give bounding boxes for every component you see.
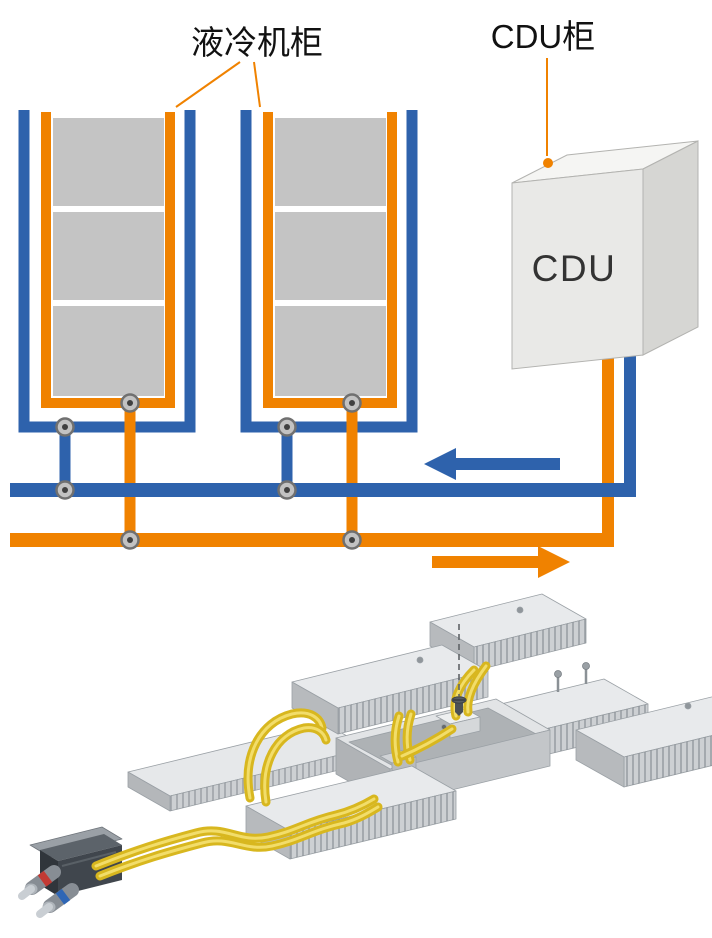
screw-icon [516,606,524,614]
top-piping-schematic: CDU 液冷机柜 CDU柜 [10,18,699,578]
module-fins [624,735,712,787]
coolant-tube-sheen [466,664,488,714]
spring-post-icon [582,662,590,670]
cabinet-1-server-shelf [53,306,164,396]
cabinet-2-blue-loop [240,110,418,433]
coolant-tube-sheen [393,714,401,764]
pipe-coupler-icon [342,530,362,550]
tube-loops [243,708,331,807]
flow-left-arrow-icon [424,448,560,480]
cdu-callout: CDU柜 [491,18,596,168]
cdu-box: CDU [511,140,699,370]
cabinet-2-orange-loop [263,112,397,408]
connector-highlight [61,851,117,867]
module-fins [338,671,488,734]
leader-dot [543,158,553,168]
spring-post-icon [554,670,562,678]
pipe-coupler-icon [277,417,297,437]
coolant-tube-sheen [263,726,328,804]
cabinet-1-orange-loop [41,112,175,408]
cabinet-1 [18,110,196,540]
connector-top [40,834,122,861]
coolant-tube-sheen [400,727,454,758]
cdu-box-label: CDU [532,248,617,289]
cabinet-1-blue-loop [18,110,196,433]
flow-right-arrow-icon [432,546,570,578]
cabinet-leader-line [253,61,261,108]
cabinet-1-server-shelf [53,212,164,300]
pipe-coupler-icon [120,530,140,550]
module-end-face [575,729,625,788]
screw-shaft [455,701,463,716]
pipe-couplers [55,393,362,550]
cold-plate-assembly [18,593,712,918]
port-tip [36,903,53,918]
pipe-coupler-icon [342,393,362,413]
cabinet-2-server-shelf [275,306,386,396]
tube-bundle [91,794,383,881]
cabinet-2 [240,110,418,540]
screw-icon [416,656,424,664]
pipe-coupler-icon [55,417,75,437]
pipe-coupler-icon [120,393,140,413]
cdu-box-side-face [642,140,699,356]
cabinet-2-server-shelf [275,212,386,300]
red-band-icon [37,870,53,887]
coolant-tube-sheen [94,797,376,868]
module-fins [474,619,586,671]
blue-band-icon [55,888,71,905]
cabinet-callout: 液冷机柜 [175,24,323,108]
pipe-coupler-icon [277,480,297,500]
module-fins [290,791,456,859]
cabinet-leader-line [175,61,241,108]
coolant-tube-sheen [246,711,324,800]
module-end-face [291,681,339,735]
cdu-box-front-face [511,168,644,370]
cabinet-1-server-shelf [53,118,164,206]
pipe-coupler-icon [55,480,75,500]
screw-icon [451,696,467,716]
cabinet-2-server-shelf [275,118,386,206]
plate-end-face [127,771,171,812]
port-tip [18,885,35,900]
cabinet-label: 液冷机柜 [191,24,323,61]
heatsink-module-bottom [245,765,457,860]
screw-icon [684,702,692,710]
assembly-guide [451,624,467,716]
cdu-cabinet-label: CDU柜 [491,18,596,55]
heatsink-module-far-right [575,696,712,788]
coolant-tube-sheen [98,805,380,878]
heatsink-module-top-left [291,644,489,735]
